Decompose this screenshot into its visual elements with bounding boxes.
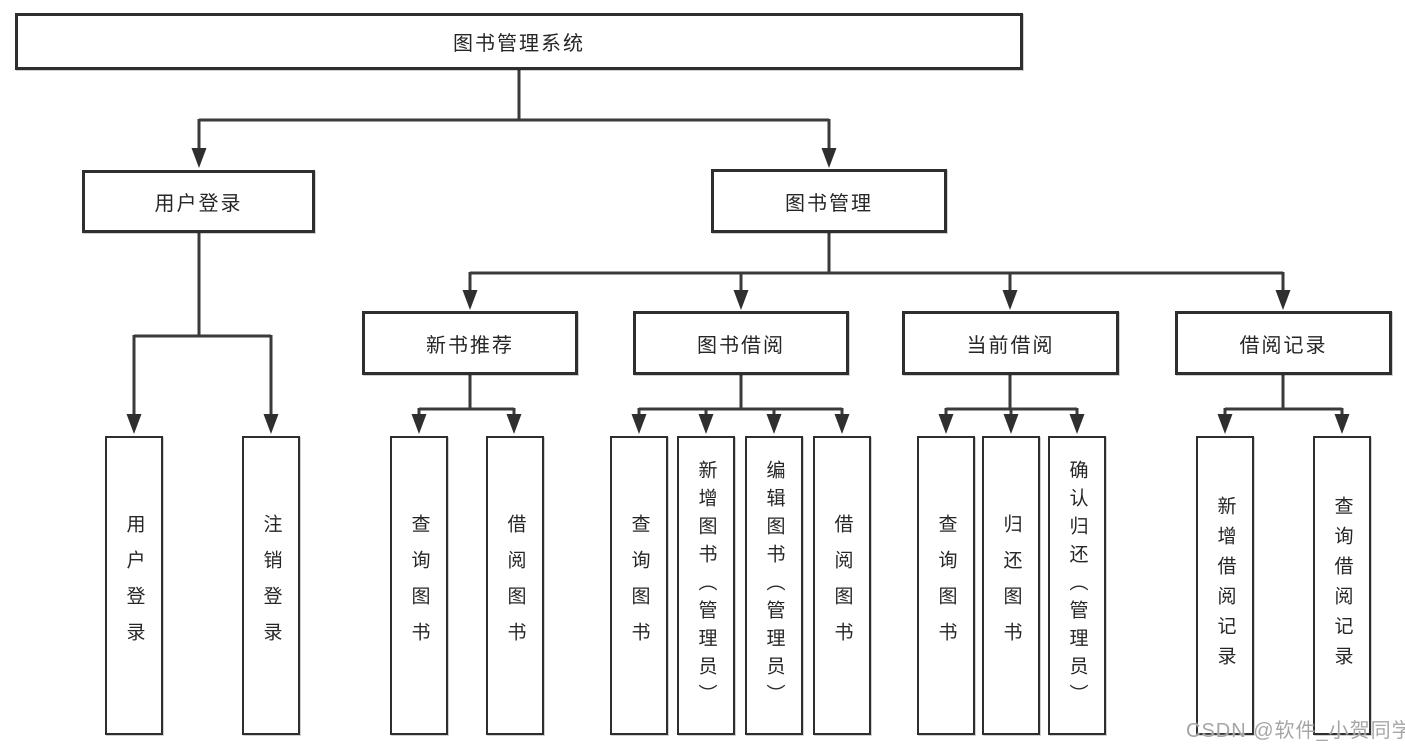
leaf-label: 确认归还（管理员） xyxy=(1066,459,1088,712)
leaf-borrow-books: 借阅图书 xyxy=(813,436,871,735)
leaf-label: 新增图书（管理员） xyxy=(695,459,717,712)
node-current-borrowing: 当前借阅 xyxy=(902,311,1119,375)
leaf-query-books-current: 查询图书 xyxy=(917,436,975,735)
node-label: 用户登录 xyxy=(154,193,243,215)
leaf-label: 注销登录 xyxy=(260,513,282,658)
leaf-edit-book-admin: 编辑图书（管理员） xyxy=(745,436,803,735)
leaf-user-login: 用户登录 xyxy=(105,436,163,735)
leaf-label: 借阅图书 xyxy=(504,513,526,658)
watermark: CSDN @软件_小贺同学 xyxy=(1186,720,1405,742)
leaf-label: 用户登录 xyxy=(123,513,145,658)
node-label: 当前借阅 xyxy=(966,334,1055,357)
leaf-query-books-recommend: 查询图书 xyxy=(390,436,448,735)
node-user-login: 用户登录 xyxy=(82,170,315,233)
node-label: 图书借阅 xyxy=(697,334,785,357)
node-book-management: 图书管理 xyxy=(711,169,947,233)
leaf-label: 借阅图书 xyxy=(831,513,853,658)
leaf-label: 编辑图书（管理员） xyxy=(763,459,785,712)
node-book-management-system: 图书管理系统 xyxy=(15,13,1023,70)
node-new-book-recommendation: 新书推荐 xyxy=(362,311,578,375)
leaf-logout: 注销登录 xyxy=(242,436,300,735)
leaf-label: 查询图书 xyxy=(408,513,430,658)
leaf-label: 归还图书 xyxy=(1000,513,1022,658)
node-label: 图书管理系统 xyxy=(453,33,585,55)
leaf-add-book-admin: 新增图书（管理员） xyxy=(677,436,735,735)
leaf-confirm-return-admin: 确认归还（管理员） xyxy=(1048,436,1106,735)
leaf-label: 查询图书 xyxy=(935,513,957,658)
leaf-add-borrow-record: 新增借阅记录 xyxy=(1196,436,1254,735)
node-book-borrowing: 图书借阅 xyxy=(633,311,849,375)
leaf-label: 新增借阅记录 xyxy=(1214,495,1236,676)
node-label: 图书管理 xyxy=(785,192,873,215)
node-label: 借阅记录 xyxy=(1239,334,1328,357)
node-borrowing-records: 借阅记录 xyxy=(1175,311,1392,375)
leaf-query-books-borrowing: 查询图书 xyxy=(610,436,668,735)
leaf-label: 查询借阅记录 xyxy=(1331,495,1353,676)
leaf-label: 查询图书 xyxy=(628,513,650,658)
leaf-borrow-books-recommend: 借阅图书 xyxy=(486,436,544,735)
leaf-query-borrow-record: 查询借阅记录 xyxy=(1313,436,1371,735)
node-label: 新书推荐 xyxy=(426,334,514,357)
leaf-return-books: 归还图书 xyxy=(982,436,1040,735)
